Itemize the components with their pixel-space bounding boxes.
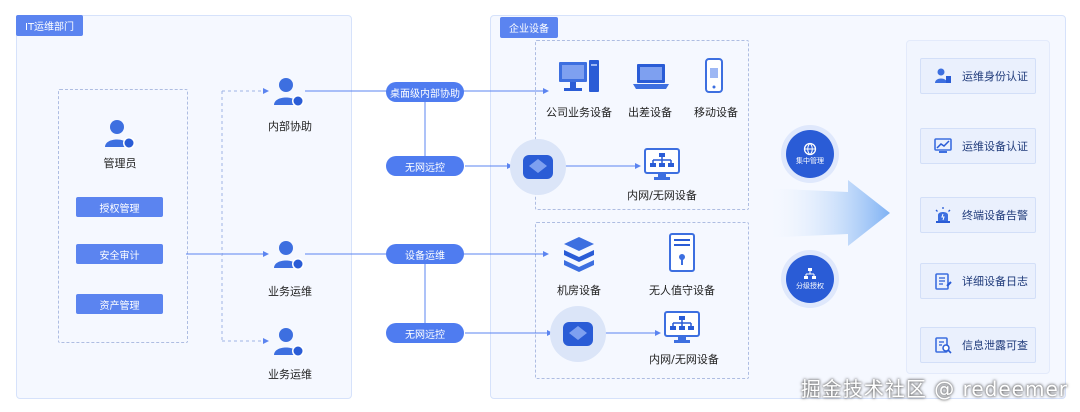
server-stack-icon bbox=[564, 237, 594, 272]
feature-leak-trace: 信息泄露可查 bbox=[920, 327, 1036, 363]
security-audit-button[interactable]: 安全审计 bbox=[76, 244, 163, 264]
hierarchy-icon bbox=[804, 268, 816, 279]
bottom-network-label: 内网/无网设备 bbox=[649, 353, 719, 366]
no-network-pill-1: 无网远控 bbox=[386, 156, 464, 176]
gateway-box-top bbox=[510, 139, 566, 195]
bottom-device-box bbox=[535, 222, 749, 379]
tiered-authorization-label: 分级授权 bbox=[796, 282, 824, 290]
monitor-chart-icon bbox=[934, 138, 952, 153]
server-room-label: 机房设备 bbox=[557, 284, 601, 297]
unattended-device-label: 无人值守设备 bbox=[649, 284, 715, 297]
desktop-help-pill: 桌面级内部协助 bbox=[386, 82, 464, 102]
ops-label-2: 业务运维 bbox=[268, 368, 312, 381]
mobile-phone-icon bbox=[705, 58, 723, 93]
top-device-box bbox=[535, 40, 749, 210]
admin-label: 管理员 bbox=[103, 157, 137, 170]
id-card-user-icon bbox=[935, 68, 951, 83]
top-network-label: 内网/无网设备 bbox=[627, 189, 697, 202]
feature-terminal-alert: 终端设备告警 bbox=[920, 197, 1036, 233]
gateway-box-bottom bbox=[550, 306, 606, 362]
admin-box bbox=[58, 89, 188, 343]
asset-management-button[interactable]: 资产管理 bbox=[76, 294, 163, 314]
watermark: 掘金技术社区 @ redeemer bbox=[800, 377, 1068, 401]
network-monitor-icon-top bbox=[644, 148, 680, 180]
document-search-icon bbox=[935, 337, 952, 354]
feature-label-leak-trace: 信息泄露可查 bbox=[962, 339, 1028, 352]
ops-user-icon-2 bbox=[274, 328, 304, 357]
feature-label-identity: 运维身份认证 bbox=[962, 70, 1028, 83]
feature-device-log: 详细设备日志 bbox=[920, 263, 1036, 299]
desktop-computer-icon bbox=[559, 60, 599, 92]
internal-help-user-icon bbox=[274, 78, 304, 107]
ops-user-icon-1 bbox=[274, 241, 304, 270]
travel-device-label: 出差设备 bbox=[628, 106, 672, 119]
mobile-device-label: 移动设备 bbox=[694, 106, 738, 119]
laptop-icon bbox=[633, 64, 669, 89]
tiered-authorization-badge: 分级授权 bbox=[786, 255, 834, 303]
enterprise-tag: 企业设备 bbox=[500, 17, 558, 38]
gateway-icon-bottom bbox=[563, 322, 593, 346]
gateway-icon-top bbox=[523, 155, 553, 179]
it-department-tag: IT运维部门 bbox=[16, 15, 84, 36]
feature-label-device-auth: 运维设备认证 bbox=[962, 140, 1028, 153]
device-ops-pill: 设备运维 bbox=[386, 244, 464, 264]
authorization-button[interactable]: 授权管理 bbox=[76, 197, 163, 217]
unattended-device-icon bbox=[669, 233, 695, 272]
company-device-label: 公司业务设备 bbox=[546, 106, 612, 119]
log-document-icon bbox=[935, 273, 952, 290]
feature-identity-auth: 运维身份认证 bbox=[920, 58, 1036, 94]
internal-help-label: 内部协助 bbox=[268, 120, 312, 133]
ops-label-1: 业务运维 bbox=[268, 285, 312, 298]
admin-user-icon bbox=[105, 120, 135, 149]
alarm-siren-icon bbox=[935, 207, 951, 223]
no-network-pill-2: 无网远控 bbox=[386, 323, 464, 343]
feature-label-device-log: 详细设备日志 bbox=[962, 275, 1028, 288]
central-management-badge: 集中管理 bbox=[786, 130, 834, 178]
it-department-panel bbox=[16, 15, 352, 399]
feature-device-auth: 运维设备认证 bbox=[920, 128, 1036, 164]
feature-label-terminal-alert: 终端设备告警 bbox=[962, 209, 1028, 222]
globe-icon bbox=[803, 142, 817, 156]
central-management-label: 集中管理 bbox=[796, 157, 824, 165]
network-monitor-icon-bottom bbox=[664, 311, 700, 343]
